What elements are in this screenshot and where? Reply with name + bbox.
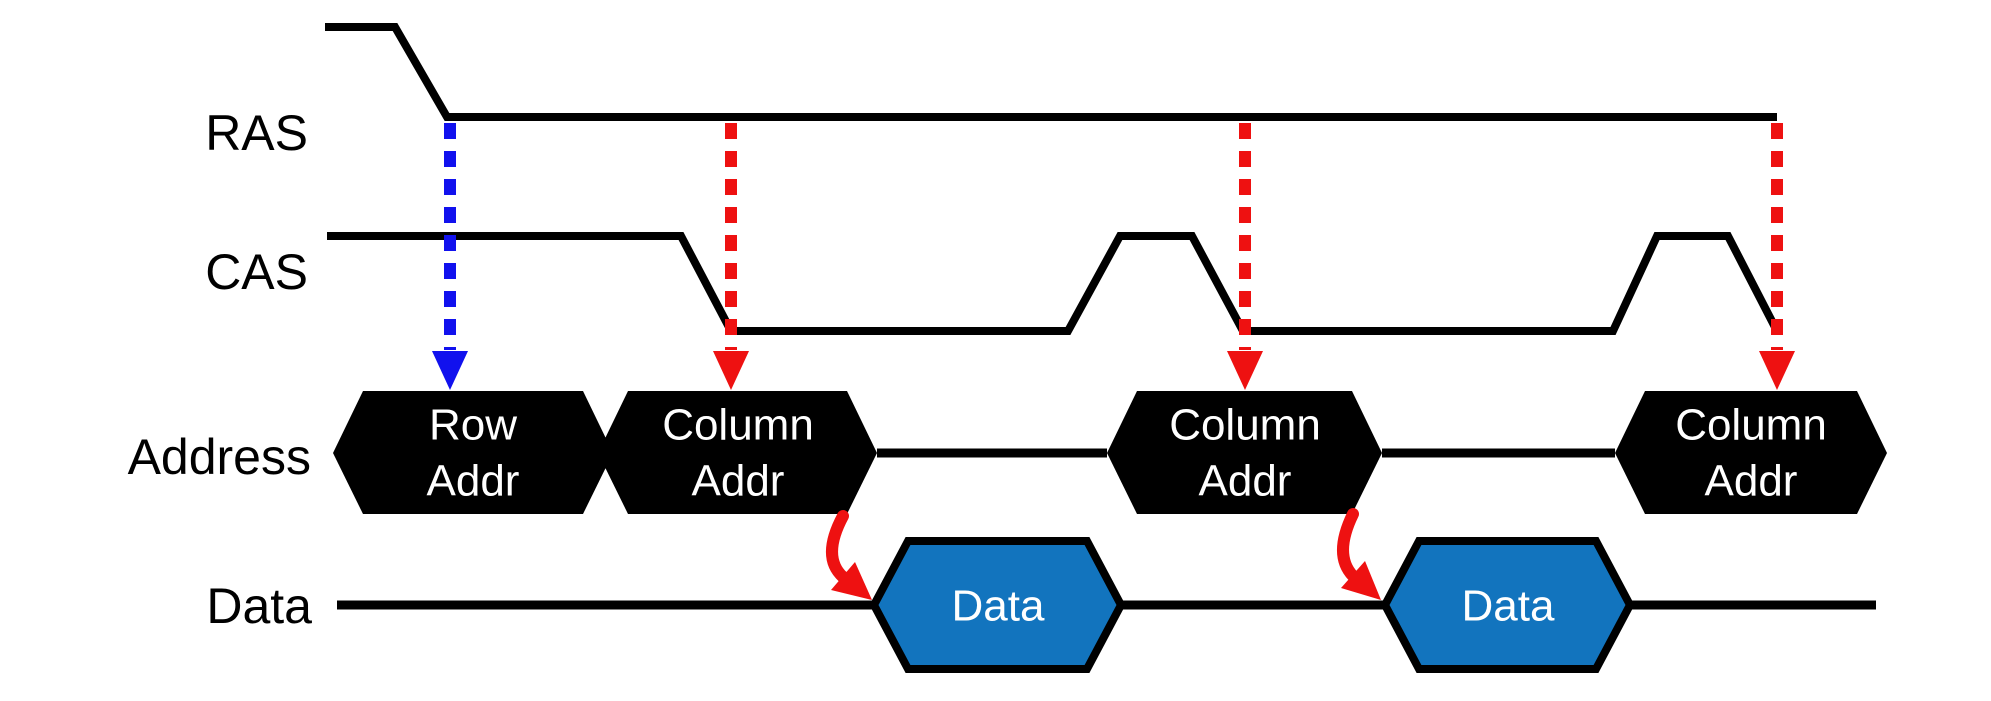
data-out-arrow-group-1: [826, 510, 872, 600]
column-addr-2-text-line2: Addr: [1199, 457, 1292, 506]
data-2-text: Data: [1462, 582, 1555, 631]
cas-latch-arrow-group-1: [713, 123, 749, 390]
red-arrowhead-icon-2: [1227, 351, 1263, 390]
red-curved-arrowhead-icon-2: [1341, 561, 1381, 600]
data-out-arrow-group-2: [1337, 508, 1381, 600]
data-1-text: Data: [952, 582, 1045, 631]
red-arrowhead-icon-3: [1759, 351, 1795, 390]
blue-arrowhead-icon: [432, 351, 468, 390]
signal-label-cas: CAS: [205, 244, 308, 300]
column-addr-hexagon-1: [598, 391, 877, 514]
cas-latch-arrow-group-2: [1227, 123, 1263, 390]
red-curved-arrow-line-2: [1337, 508, 1359, 582]
column-addr-3-text-line2: Addr: [1705, 457, 1798, 506]
data-hexagon-2: [1380, 537, 1635, 673]
row-addr-hexagon: [333, 391, 613, 514]
signal-label-address: Address: [128, 429, 311, 485]
cas-waveform: [327, 232, 1781, 335]
signal-label-data: Data: [206, 578, 312, 634]
red-curved-arrowhead-icon-1: [831, 562, 872, 600]
row-addr-text-line1: Row: [429, 401, 517, 450]
column-addr-1-text-line2: Addr: [692, 457, 785, 506]
ras-waveform: [325, 23, 1777, 121]
data-hexagon-1: [869, 537, 1126, 673]
signal-label-ras: RAS: [205, 105, 308, 161]
red-curved-arrow-line-1: [826, 510, 849, 583]
ras-latch-arrow-group: [432, 123, 468, 390]
column-addr-3-text-line1: Column: [1675, 401, 1827, 450]
column-addr-hexagon-3: [1615, 391, 1887, 514]
column-addr-hexagon-2: [1107, 391, 1382, 514]
red-arrowhead-icon-1: [713, 351, 749, 390]
column-addr-1-text-line1: Column: [662, 401, 814, 450]
cas-latch-arrow-group-3: [1759, 123, 1795, 390]
row-addr-text-line2: Addr: [427, 457, 520, 506]
column-addr-2-text-line1: Column: [1169, 401, 1321, 450]
